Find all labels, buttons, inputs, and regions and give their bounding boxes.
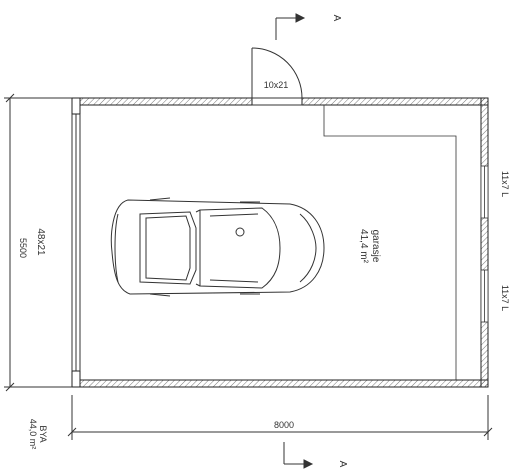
section-marker-bottom-label: A xyxy=(337,461,348,468)
garage-door xyxy=(71,114,81,371)
dimension-line-bottom xyxy=(67,395,493,440)
outer-walls xyxy=(71,97,489,388)
bya-label: BYA xyxy=(38,425,48,442)
dimension-width: 8000 xyxy=(274,420,294,430)
dimension-line-left xyxy=(4,93,72,392)
section-marker-top xyxy=(275,13,306,40)
inner-partition xyxy=(323,105,457,380)
entry-door xyxy=(251,47,303,106)
door-label: 10x21 xyxy=(264,80,289,90)
window-right-top-label: 11x7 L xyxy=(500,171,510,197)
dimension-height: 5500 xyxy=(18,238,28,258)
right-windows xyxy=(480,165,489,323)
room-name: garasje xyxy=(370,230,381,263)
bya-value: 44,0 m² xyxy=(28,419,38,450)
room-area: 41,4 m² xyxy=(358,229,369,264)
window-right-bottom-label: 11x7 L xyxy=(500,285,510,311)
car-icon xyxy=(110,197,325,297)
garage-door-label: 48x21 xyxy=(35,228,46,256)
section-marker-top-label: A xyxy=(331,15,342,22)
section-marker-bottom xyxy=(283,442,314,469)
